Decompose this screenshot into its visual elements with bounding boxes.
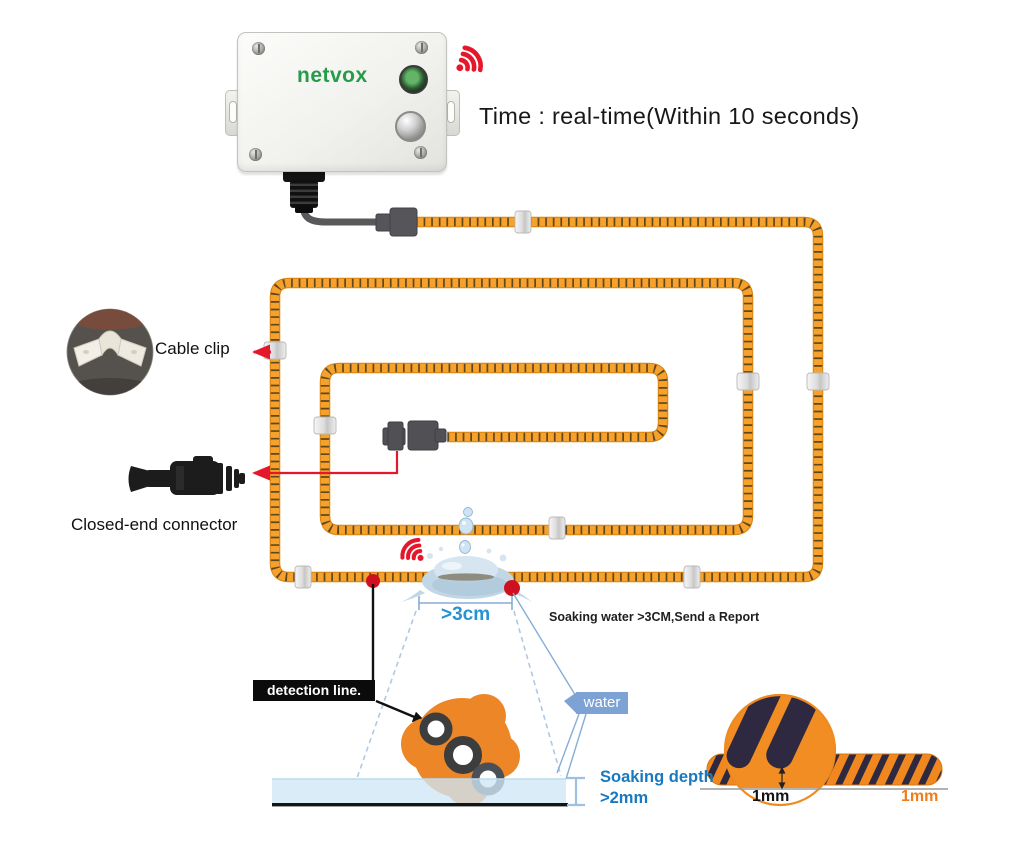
water-label-wedge — [564, 692, 577, 714]
marker-dot — [366, 574, 380, 588]
water-drop-icon — [458, 507, 474, 554]
closed-end-connector-label: Closed-end connector — [71, 515, 238, 534]
projection-dashed-lines — [356, 610, 562, 779]
detection-line-arrow — [375, 699, 426, 723]
pointer-line-closed-end — [252, 451, 399, 481]
floor-baseline — [272, 803, 568, 807]
water-splash-icon — [398, 546, 532, 603]
screw-icon — [249, 148, 262, 161]
wifi-signal-icon — [456, 45, 483, 73]
mounting-hole — [447, 101, 455, 123]
detection-cable-spiral — [269, 216, 824, 583]
cable-clip — [736, 372, 760, 391]
screw-icon — [414, 146, 427, 159]
soaking-depth-label: Soaking depth >2mm — [600, 767, 714, 809]
cable-clip — [294, 565, 312, 589]
depth-measure — [567, 776, 585, 807]
function-button-icon[interactable] — [395, 111, 426, 142]
cable-clip — [514, 210, 532, 234]
stripe-gap-label: 1mm — [752, 788, 790, 805]
distance-3cm-label: >3cm — [441, 604, 491, 625]
cable-clip-photo — [66, 308, 154, 396]
water-label: water — [576, 692, 628, 714]
measure-3cm — [418, 596, 513, 610]
cable-clip — [548, 516, 566, 540]
wire-ring — [419, 712, 453, 746]
inline-connector — [375, 207, 418, 237]
marker-dot — [504, 580, 520, 596]
time-note: Time : real-time(Within 10 seconds) — [479, 103, 860, 129]
end-connector — [382, 420, 447, 451]
soaking-depth-line1: Soaking depth — [600, 768, 714, 786]
wire-ring — [444, 736, 482, 774]
wifi-signal-icon — [400, 537, 424, 561]
gap-measure-arrow — [778, 766, 786, 790]
cable-clip-label: Cable clip — [155, 339, 230, 358]
netvox-logo: netvox — [297, 64, 368, 87]
water-callout-lines — [512, 592, 587, 780]
cable-clip — [806, 372, 830, 391]
stripe-gap-label-orange: 1mm — [901, 788, 939, 805]
soaking-depth-line2: >2mm — [600, 789, 649, 807]
device-enclosure — [237, 32, 447, 172]
cable-clips — [263, 210, 830, 589]
cable-clip — [683, 565, 701, 589]
soaking-water-note: Soaking water >3CM,Send a Report — [549, 610, 760, 624]
cable-clip — [313, 416, 337, 435]
screw-icon — [252, 42, 265, 55]
netvox-sensor-device: netvox — [225, 32, 460, 172]
detection-line-label: detection line. — [253, 680, 375, 701]
screw-icon — [415, 41, 428, 54]
led-indicator-icon — [399, 65, 428, 94]
mounting-hole — [229, 101, 237, 123]
rope-closeup — [700, 693, 948, 807]
closed-end-connector-photo — [128, 456, 245, 495]
water-surface — [272, 779, 566, 804]
